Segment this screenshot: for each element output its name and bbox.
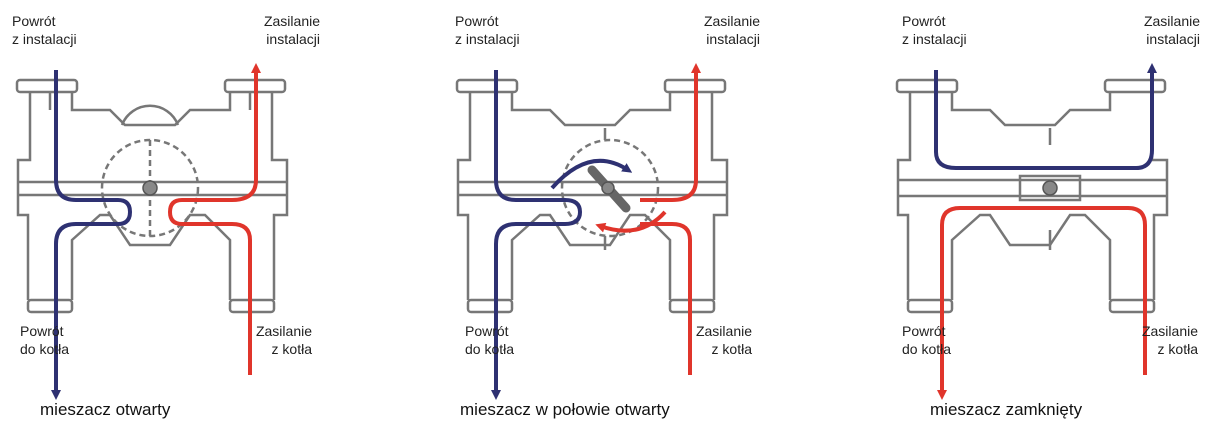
return-flow-line <box>491 70 583 400</box>
supply-flow-line <box>167 63 261 375</box>
valve-diagram-closed <box>895 63 1169 400</box>
valve-body <box>895 78 1169 314</box>
valve-diagram-open <box>15 63 289 400</box>
valve-diagram-half-open <box>455 0 729 400</box>
valve-plug <box>142 180 158 196</box>
supply-flow-line <box>640 68 696 375</box>
caption-open: mieszacz otwarty <box>40 400 171 419</box>
supply-bypass-arc <box>595 210 667 233</box>
return-flow-line <box>934 63 1157 170</box>
return-flow-line <box>51 70 133 400</box>
valve-plug <box>1042 180 1058 196</box>
return-bypass-arc <box>550 158 633 190</box>
caption-closed: mieszacz zamknięty <box>930 400 1083 419</box>
supply-flow-line <box>937 206 1147 400</box>
caption-half-open: mieszacz w połowie otwarty <box>460 400 670 419</box>
